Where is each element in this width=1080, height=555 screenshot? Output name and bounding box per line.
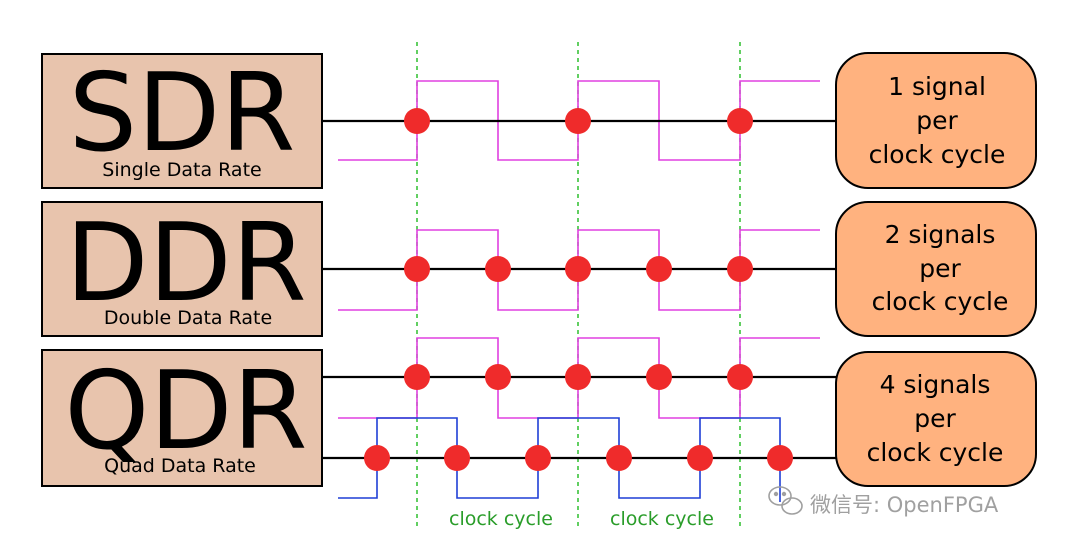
qdr-rate-line-1: 4 signals — [880, 370, 991, 399]
sdr-rate-line-2: per — [916, 106, 958, 135]
sdr-rate-box — [835, 52, 1037, 189]
clock-cycle-label: clock cycle — [610, 508, 714, 530]
qdr-rate-box — [835, 351, 1037, 487]
qdr-sample-point — [687, 445, 713, 471]
sdr-sample-point — [404, 108, 430, 134]
ddr-sample-point — [404, 256, 430, 282]
sdr-sample-point — [565, 108, 591, 134]
ddr-sample-point — [485, 256, 511, 282]
qdr-sample-point — [364, 445, 390, 471]
sdr-abbreviation: SDR — [69, 51, 296, 176]
qdr-sample-point — [444, 445, 470, 471]
ddr-label-box — [41, 201, 323, 337]
sdr-full-name: Single Data Rate — [102, 159, 261, 181]
ddr-row: DDR Double Data Rate 2 signals per clock… — [41, 201, 1037, 337]
ddr-sample-point — [727, 256, 753, 282]
qdr-sample-point — [767, 445, 793, 471]
ddr-abbreviation: DDR — [65, 201, 306, 326]
qdr-sample-point — [646, 364, 672, 390]
sdr-row: SDR Single Data Rate 1 signal per clock … — [41, 51, 1037, 189]
ddr-rate-line-1: 2 signals — [885, 220, 996, 249]
qdr-rate-line-2: per — [914, 404, 956, 433]
qdr-rate-line-3: clock cycle — [867, 438, 1004, 467]
sdr-label-box — [41, 53, 323, 189]
sdr-sample-point — [727, 108, 753, 134]
watermark-text: 微信号: OpenFPGA — [810, 493, 999, 517]
qdr-sample-point — [727, 364, 753, 390]
ddr-rate-line-2: per — [919, 254, 961, 283]
ddr-full-name: Double Data Rate — [104, 307, 272, 329]
qdr-sample-point — [485, 364, 511, 390]
sdr-rate-line-1: 1 signal — [888, 72, 986, 101]
qdr-full-name: Quad Data Rate — [104, 455, 256, 477]
clock-cycle-label: clock cycle — [449, 508, 553, 530]
qdr-signal-waveform-blue — [338, 417, 781, 502]
qdr-sample-point — [404, 364, 430, 390]
qdr-row: QDR Quad Data Rate 4 signals per clock c… — [41, 337, 1037, 502]
wechat-icon — [768, 486, 803, 515]
qdr-sample-point — [525, 445, 551, 471]
qdr-sample-point — [606, 445, 632, 471]
sdr-rate-line-3: clock cycle — [869, 140, 1006, 169]
ddr-rate-box — [835, 201, 1037, 337]
qdr-abbreviation: QDR — [64, 349, 307, 474]
qdr-label-box — [41, 349, 323, 487]
ddr-sample-point — [565, 256, 591, 282]
watermark: 微信号: OpenFPGA — [768, 486, 999, 517]
ddr-sample-point — [646, 256, 672, 282]
ddr-rate-line-3: clock cycle — [872, 287, 1009, 316]
qdr-sample-point — [565, 364, 591, 390]
